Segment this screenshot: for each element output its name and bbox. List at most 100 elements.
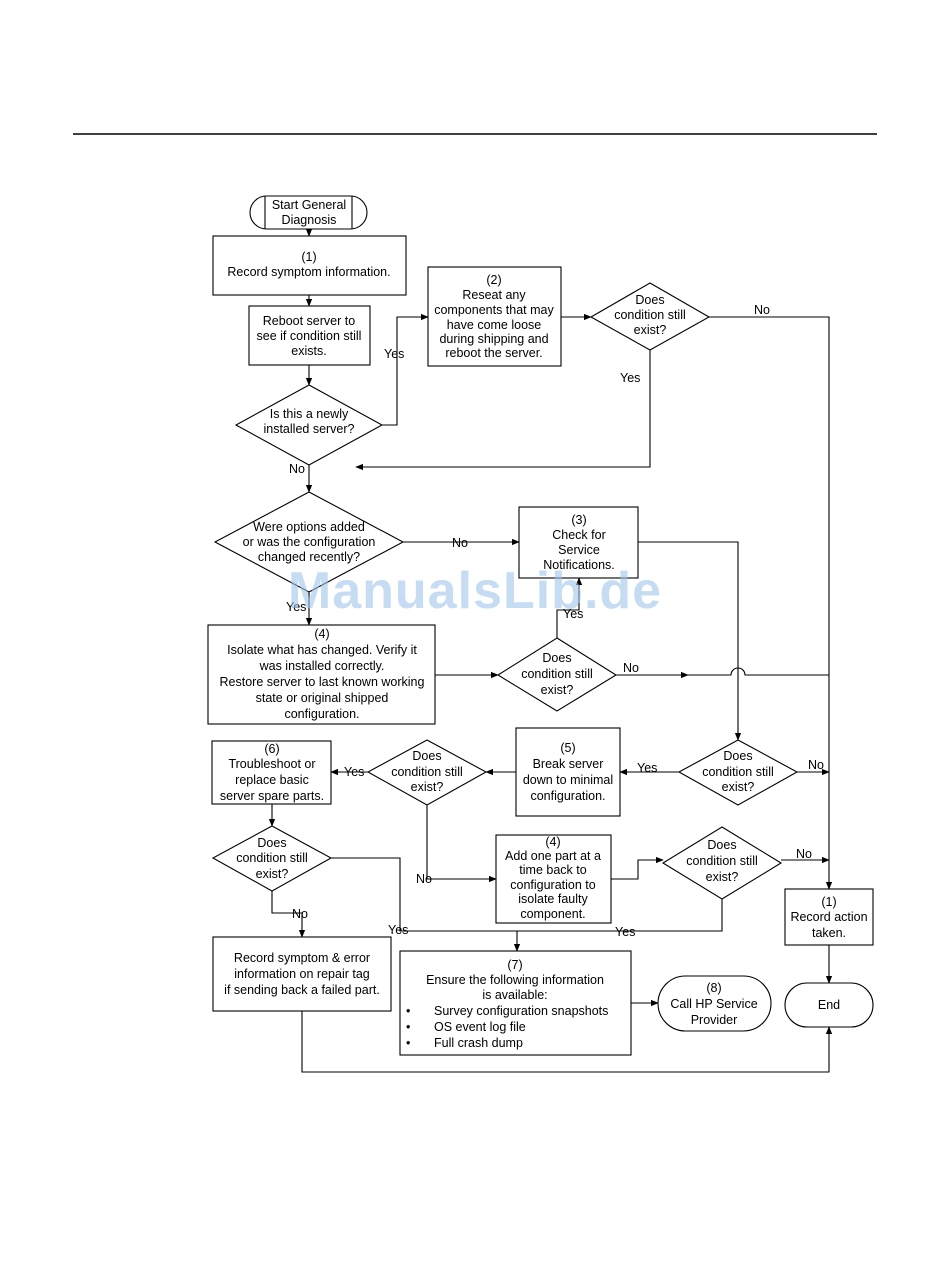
edge-labels: Yes No Yes No No Yes Yes No Yes No Yes N… xyxy=(286,303,824,939)
node-text: server spare parts. xyxy=(220,789,324,803)
decision-condition-exists-2: Does condition still exist? xyxy=(496,637,618,712)
node-text: changed recently? xyxy=(258,550,360,564)
node-text: Add one part at a xyxy=(505,849,601,863)
node-text: down to minimal xyxy=(523,773,613,787)
node-text: End xyxy=(818,998,840,1012)
node-text: reboot the server. xyxy=(445,346,542,360)
node-text: (5) xyxy=(560,741,575,755)
node-text: (4) xyxy=(545,835,560,849)
node-text: Notifications. xyxy=(543,558,615,572)
node-text: installed server? xyxy=(263,422,354,436)
node-service-notifications: (3) Check for Service Notifications. xyxy=(518,506,639,579)
decision-condition-exists-1: Does condition still exist? xyxy=(589,282,711,351)
node-text: Record symptom information. xyxy=(227,265,390,279)
node-text: condition still xyxy=(614,308,686,322)
decision-condition-exists-5: Does condition still exist? xyxy=(211,825,333,892)
bullet: • xyxy=(406,1004,410,1018)
node-text: Were options added xyxy=(253,520,365,534)
node-isolate-changes: (4) Isolate what has changed. Verify it … xyxy=(207,624,436,725)
node-text: (1) xyxy=(821,895,836,909)
node-text: have come loose xyxy=(447,318,542,332)
node-text: Service xyxy=(558,543,600,557)
label-yes: Yes xyxy=(615,925,635,939)
label-yes: Yes xyxy=(620,371,640,385)
node-text: (7) xyxy=(507,958,522,972)
node-text: (1) xyxy=(301,250,316,264)
node-reboot-server: Reboot server to see if condition still … xyxy=(248,305,371,366)
watermark: ManualsLib.de xyxy=(288,562,662,620)
node-text: Record action xyxy=(790,910,867,924)
label-yes: Yes xyxy=(286,600,306,614)
decision-newly-installed: Is this a newly installed server? xyxy=(234,384,384,466)
node-text: Is this a newly xyxy=(270,407,349,421)
label-yes: Yes xyxy=(344,765,364,779)
node-text: condition still xyxy=(702,765,774,779)
node-add-one-part: (4) Add one part at a time back to confi… xyxy=(495,834,612,924)
node-text: (2) xyxy=(486,273,501,287)
node-text: condition still xyxy=(236,851,308,865)
node-text: if sending back a failed part. xyxy=(224,983,380,997)
node-troubleshoot-parts: (6) Troubleshoot or replace basic server… xyxy=(211,740,332,805)
label-no: No xyxy=(452,536,468,550)
node-text: configuration. xyxy=(530,789,605,803)
node-text: Does xyxy=(723,749,752,763)
decision-options-added: Were options added or was the configurat… xyxy=(213,491,405,593)
label-no: No xyxy=(623,661,639,675)
node-break-server-down: (5) Break server down to minimal configu… xyxy=(515,727,621,817)
node-text: Reboot server to xyxy=(263,314,355,328)
label-no: No xyxy=(289,462,305,476)
label-no: No xyxy=(292,907,308,921)
node-text: components that may xyxy=(434,303,554,317)
node-text: component. xyxy=(520,907,585,921)
info-item: OS event log file xyxy=(434,1020,526,1034)
node-text: (4) xyxy=(314,627,329,641)
info-item: Full crash dump xyxy=(434,1036,523,1050)
node-text: condition still xyxy=(686,854,758,868)
node-text: exist? xyxy=(634,323,667,337)
node-text: Reseat any xyxy=(462,288,526,302)
node-text: Restore server to last known working xyxy=(220,675,425,689)
node-text: Call HP Service xyxy=(670,997,757,1011)
decision-condition-exists-3: Does condition still exist? xyxy=(677,739,799,806)
node-text: configuration. xyxy=(284,707,359,721)
node-text: (8) xyxy=(706,981,721,995)
node-text: exist? xyxy=(256,867,289,881)
node-call-hp-service: (8) Call HP Service Provider xyxy=(657,975,772,1032)
label-no: No xyxy=(808,758,824,772)
node-text: configuration to xyxy=(510,878,596,892)
node-text: exist? xyxy=(706,870,739,884)
node-text: (6) xyxy=(264,742,279,756)
node-text: was installed correctly. xyxy=(259,659,385,673)
bullet: • xyxy=(406,1020,410,1034)
node-text: exist? xyxy=(722,780,755,794)
info-item: Survey configuration snapshots xyxy=(434,1004,608,1018)
label-yes: Yes xyxy=(563,607,583,621)
node-text: Break server xyxy=(533,757,604,771)
node-text: Provider xyxy=(691,1013,738,1027)
node-text: exist? xyxy=(411,780,444,794)
node-text: condition still xyxy=(521,667,593,681)
decision-condition-exists-4: Does condition still exist? xyxy=(366,739,488,806)
node-text: Isolate what has changed. Verify it xyxy=(227,643,417,657)
node-start: Start General Diagnosis xyxy=(249,195,368,230)
node-text: Does xyxy=(542,651,571,665)
node-record-action: (1) Record action taken. xyxy=(784,888,874,946)
node-text: time back to xyxy=(519,863,586,877)
node-text: Does xyxy=(257,836,286,850)
label-no: No xyxy=(796,847,812,861)
label-yes: Yes xyxy=(637,761,657,775)
connectors xyxy=(268,228,833,1073)
node-text: Check for xyxy=(552,528,606,542)
node-text: Does xyxy=(412,749,441,763)
node-text: Troubleshoot or xyxy=(228,757,315,771)
node-text: state or original shipped xyxy=(256,691,389,705)
node-end: End xyxy=(784,982,874,1028)
node-text: exist? xyxy=(541,683,574,697)
label-no: No xyxy=(754,303,770,317)
bullet: • xyxy=(406,1036,410,1050)
node-text: condition still xyxy=(391,765,463,779)
node-text: replace basic xyxy=(235,773,309,787)
start-label-line2: Diagnosis xyxy=(282,213,337,227)
node-text: exists. xyxy=(291,344,326,358)
